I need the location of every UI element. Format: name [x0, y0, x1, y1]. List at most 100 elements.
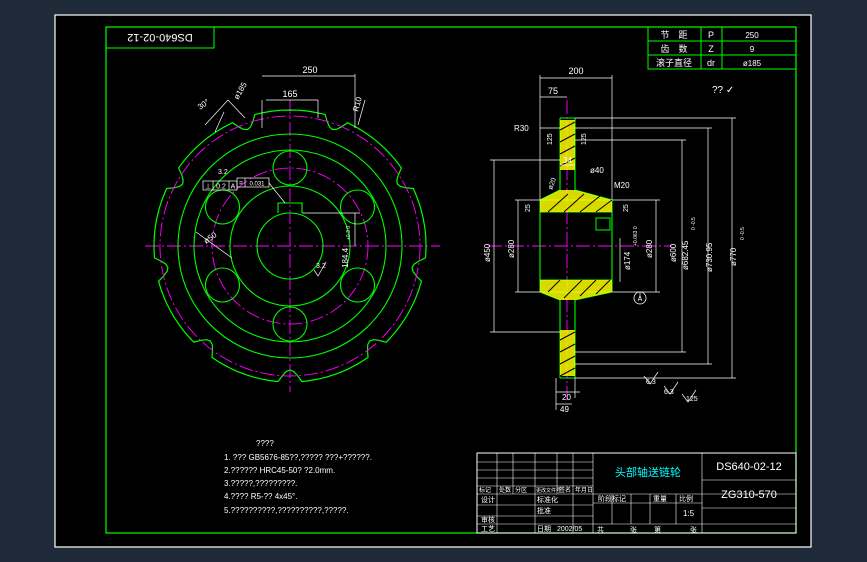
- side-dimension-lines: [490, 75, 736, 410]
- sym-symbol: =: [239, 181, 243, 188]
- revision-grid: [477, 453, 796, 533]
- front-dimension-lines: [195, 74, 366, 259]
- bore-circle: [256, 212, 324, 280]
- front-roughness-bore: 3.2: [316, 263, 326, 270]
- label-date: 日期: [537, 525, 551, 533]
- lightening-holes: [204, 150, 376, 342]
- side-roughness-2-value: 6.3: [664, 389, 674, 396]
- keyway-slot: [277, 202, 303, 213]
- dim-d682-tol: 0 -0.5: [691, 217, 697, 230]
- dim-d600: ø600: [669, 243, 678, 262]
- dim-d280b: ø280: [645, 239, 654, 258]
- dim-20: 20: [562, 393, 571, 402]
- dim-d770: ø770: [729, 247, 738, 266]
- param-value-pitch: 250: [745, 31, 759, 40]
- dim-pitch-250: 250: [302, 65, 317, 75]
- sprocket-tooth-profile: [153, 109, 427, 383]
- hole-pitch-circle: [211, 167, 369, 325]
- dim-hub-width: 200: [568, 66, 583, 76]
- sheet-unit-2: 张: [690, 525, 697, 534]
- rev-header-sign: 签名: [559, 486, 571, 494]
- dim-m20: M20: [614, 181, 630, 190]
- role-process: 工艺: [481, 525, 495, 533]
- dim-d280a: ø280: [507, 239, 516, 258]
- param-value-roller: ø185: [743, 59, 762, 68]
- sym-value: 0.031: [249, 182, 265, 188]
- sheet-total-label: 共: [597, 525, 604, 534]
- note-2: 2.?????? HRC45-50? ?2.0mm.: [224, 466, 335, 475]
- part-name: 头部轴送链轮: [615, 465, 681, 479]
- dim-r20: ø20: [547, 177, 558, 191]
- stage-header-scale: 比例: [679, 494, 693, 503]
- hatch-strokes: [547, 121, 613, 377]
- param-name-roller: 滚子直径: [656, 57, 692, 68]
- lightening-hole: [272, 150, 308, 186]
- pitch-circle: [159, 115, 421, 377]
- sheet-frame: [54, 14, 812, 548]
- dim-chord-165: 165: [282, 89, 297, 99]
- dim-125b: 125: [581, 133, 588, 145]
- title-block: 标记 处数 分区 更改文件号 签名 年月日 设计 审核 工艺 标准化 批准 日期…: [476, 452, 797, 534]
- dim-d770-tol: 0 -0.5: [740, 227, 746, 240]
- dim-offset: 75: [548, 86, 558, 96]
- dim-d682: ø682.45: [681, 240, 690, 270]
- corner-label: DS640-02-12: [127, 31, 192, 43]
- symmetry-frame: = 0.031: [236, 177, 270, 188]
- parameter-table: 节 距 P 250 齿 数 Z 9 滚子直径 dr ø185: [647, 26, 797, 70]
- note-1: 1. ??? GB5676-85??,????? ???+??????.: [224, 453, 372, 462]
- note-5: 5.??????????,??????????,?????.: [224, 506, 349, 515]
- perp-symbol: ⊥: [205, 184, 211, 191]
- dim-keyway-tolerance: +0.3 0: [346, 226, 352, 240]
- lightening-hole: [272, 306, 308, 342]
- note-4: 4.???? R5-?? 4x45°.: [224, 492, 297, 501]
- front-roughness-face: 3.2: [218, 169, 228, 176]
- material: ZG310-570: [721, 489, 777, 501]
- rev-header-zone: 分区: [515, 486, 527, 494]
- dim-r25a: 25: [525, 204, 532, 212]
- param-sym-teeth: Z: [708, 44, 714, 54]
- dim-r30: R30: [514, 124, 529, 133]
- hub-circle: [229, 185, 351, 307]
- drawing-number: DS640-02-12: [716, 461, 781, 473]
- rev-header-count: 处数: [499, 486, 511, 494]
- notes-heading: ????: [256, 439, 274, 448]
- dim-r25b: 25: [623, 204, 630, 212]
- dim-keyway-depth: 184.4: [341, 247, 350, 268]
- technical-notes: ???? 1. ??? GB5676-85??,????? ???+??????…: [224, 439, 372, 515]
- lightening-hole: [204, 267, 241, 303]
- note-3: 3.?????,?????????.: [224, 479, 297, 488]
- sheet-number-label: 第: [654, 525, 661, 534]
- rev-header-mark: 标记: [479, 486, 491, 494]
- stage-header-mark: 阶段标记: [598, 494, 626, 503]
- tapped-hole: [595, 217, 611, 231]
- role-design: 设计: [481, 495, 495, 504]
- dim-49: 49: [560, 405, 569, 414]
- dim-34: 34: [563, 156, 572, 165]
- side-roughness-1-value: 6.3: [646, 379, 656, 386]
- dim-d40: ø40: [590, 166, 604, 175]
- corner-label-box: DS640-02-12: [105, 26, 215, 49]
- side-roughness-3-value: 125: [686, 396, 698, 403]
- param-name-teeth: 齿 数: [660, 43, 687, 54]
- param-name-pitch: 节 距: [660, 30, 687, 40]
- side-view: 200 75 R30 125 125 34 ø40 M20 25 25 ø20 …: [483, 66, 746, 414]
- dim-d730: ø730.95: [705, 242, 714, 272]
- sheet-unit-1: 张: [630, 525, 637, 534]
- label-standardization: 标准化: [537, 495, 558, 504]
- lightening-hole: [339, 267, 376, 303]
- web-outer-circle: [193, 149, 387, 343]
- datum-a-label: A: [638, 296, 643, 303]
- dim-tooth-radius: R10: [351, 95, 364, 112]
- front-view: 250 165 ø185 R10 30° ø50 184.4 +0.3 0 3.…: [145, 65, 440, 392]
- role-review: 审核: [481, 515, 495, 524]
- dim-d174-tol: +0.063 0: [633, 226, 639, 246]
- param-sym-roller: dr: [707, 58, 715, 68]
- drawing-date: 2002/05: [557, 526, 582, 533]
- rim-inner-circle: [177, 133, 403, 359]
- dim-125a: 125: [547, 133, 554, 145]
- drawing-border: [105, 26, 797, 534]
- rev-header-date: 年月日: [575, 486, 593, 494]
- general-roughness-note: ?? ✓: [712, 85, 734, 96]
- lightening-hole: [339, 189, 376, 225]
